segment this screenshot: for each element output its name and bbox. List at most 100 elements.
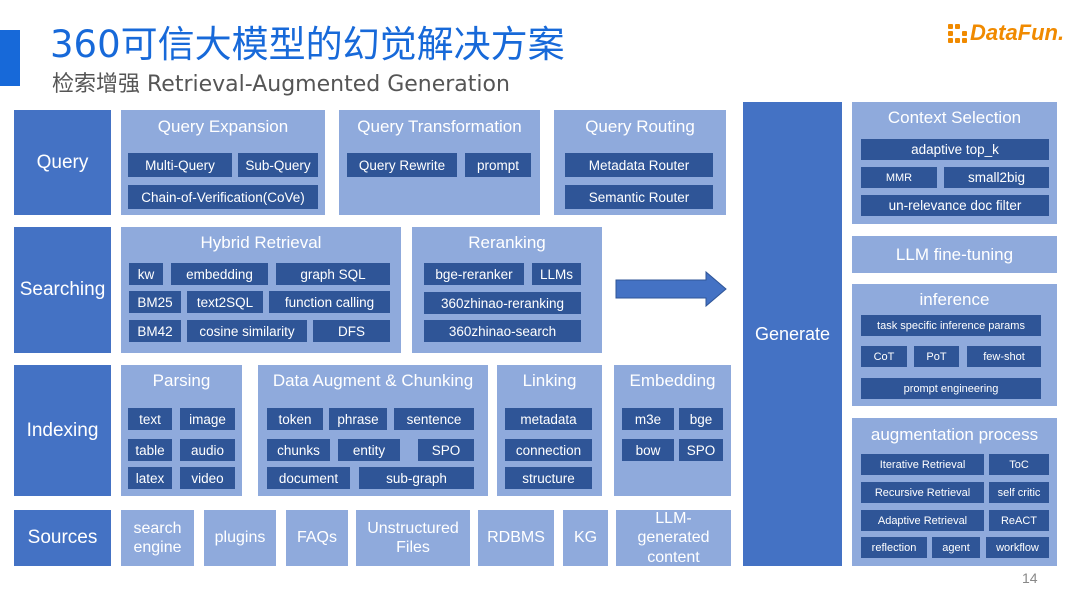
chip-prompt-engineering: prompt engineering	[861, 378, 1041, 399]
chip-chunks: chunks	[267, 439, 330, 461]
title-accent-bar	[0, 30, 20, 86]
chip-few-shot: few-shot	[967, 346, 1041, 367]
query-routing-group: Query Routing Metadata Router Semantic R…	[554, 110, 726, 215]
chip-spo: SPO	[418, 439, 474, 461]
chip-reflection: reflection	[861, 537, 927, 558]
augmentation-process-group: augmentation process Iterative Retrieval…	[852, 418, 1057, 566]
chip-sentence: sentence	[394, 408, 474, 430]
chip-chain-of-verification: Chain-of-Verification(CoVe)	[128, 185, 318, 209]
source-search-engine: search engine	[121, 510, 194, 566]
linking-group: Linking metadata connection structure	[497, 365, 602, 496]
page-number: 14	[1022, 570, 1038, 586]
chip-structure: structure	[505, 467, 592, 489]
chip-metadata-router: Metadata Router	[565, 153, 713, 177]
embedding-group: Embedding m3e bge bow SPO	[614, 365, 731, 496]
row-label-indexing: Indexing	[14, 365, 111, 496]
chip-adaptive-retrieval: Adaptive Retrieval	[861, 510, 984, 531]
embedding-title: Embedding	[629, 371, 716, 390]
chip-llms: LLMs	[532, 263, 581, 285]
chip-token: token	[267, 408, 323, 430]
chip-bow: bow	[622, 439, 674, 461]
row-label-searching: Searching	[14, 227, 111, 353]
chip-bm25: BM25	[129, 291, 181, 313]
chip-360zhinao-reranking: 360zhinao-reranking	[424, 292, 581, 314]
chip-image: image	[180, 408, 235, 430]
chip-phrase: phrase	[329, 408, 387, 430]
chip-cosine-similarity: cosine similarity	[187, 320, 307, 342]
page-subtitle: 检索增强 Retrieval-Augmented Generation	[52, 72, 510, 97]
source-plugins: plugins	[204, 510, 276, 566]
chip-entity: entity	[338, 439, 400, 461]
chip-task-specific-inference-params: task specific inference params	[861, 315, 1041, 336]
chip-m3e: m3e	[622, 408, 674, 430]
chip-embedding: embedding	[171, 263, 268, 285]
chip-semantic-router: Semantic Router	[565, 185, 713, 209]
query-expansion-title: Query Expansion	[157, 117, 289, 136]
chip-kw: kw	[129, 263, 163, 285]
chip-agent: agent	[932, 537, 980, 558]
flow-arrow-icon	[615, 270, 727, 308]
chip-un-relevance-doc-filter: un-relevance doc filter	[861, 195, 1049, 216]
row-label-sources: Sources	[14, 510, 111, 566]
page-title: 360可信大模型的幻觉解决方案	[50, 23, 565, 66]
chip-small2big: small2big	[944, 167, 1049, 188]
chip-workflow: workflow	[986, 537, 1049, 558]
chip-audio: audio	[180, 439, 235, 461]
chip-prompt: prompt	[465, 153, 531, 177]
data-augment-chunking-group: Data Augment & Chunking token phrase sen…	[258, 365, 488, 496]
chip-recursive-retrieval: Recursive Retrieval	[861, 482, 984, 503]
reranking-title: Reranking	[468, 233, 546, 252]
chip-latex: latex	[128, 467, 172, 489]
chip-adaptive-top-k: adaptive top_k	[861, 139, 1049, 160]
query-transformation-title: Query Transformation	[357, 117, 522, 136]
datafun-logo: DataFun.	[948, 18, 1064, 48]
query-transformation-group: Query Transformation Query Rewrite promp…	[339, 110, 540, 215]
row-label-query: Query	[14, 110, 111, 215]
hybrid-retrieval-title: Hybrid Retrieval	[200, 233, 322, 252]
query-expansion-group: Query Expansion Multi-Query Sub-Query Ch…	[121, 110, 325, 215]
chip-query-rewrite: Query Rewrite	[347, 153, 457, 177]
chip-mmr: MMR	[861, 167, 937, 188]
chip-360zhinao-search: 360zhinao-search	[424, 320, 581, 342]
logo-text: DataFun.	[970, 20, 1065, 45]
llm-fine-tuning-label: LLM fine-tuning	[895, 244, 1014, 264]
logo-dots-icon	[948, 23, 967, 43]
query-routing-title: Query Routing	[585, 117, 695, 136]
chip-metadata: metadata	[505, 408, 592, 430]
chip-text: text	[128, 408, 172, 430]
hybrid-retrieval-group: Hybrid Retrieval kw embedding graph SQL …	[121, 227, 401, 353]
source-kg: KG	[563, 510, 608, 566]
chip-dfs: DFS	[313, 320, 390, 342]
chip-connection: connection	[505, 439, 592, 461]
chip-sub-graph: sub-graph	[359, 467, 474, 489]
chip-cot: CoT	[861, 346, 907, 367]
data-augment-chunking-title: Data Augment & Chunking	[272, 371, 474, 390]
chip-sub-query: Sub-Query	[238, 153, 318, 177]
generate-block: Generate	[743, 102, 842, 566]
chip-multi-query: Multi-Query	[128, 153, 232, 177]
source-faqs: FAQs	[286, 510, 348, 566]
chip-react: ReACT	[989, 510, 1049, 531]
source-rdbms: RDBMS	[478, 510, 554, 566]
context-selection-group: Context Selection adaptive top_k MMR sma…	[852, 102, 1057, 224]
chip-bm42: BM42	[129, 320, 181, 342]
augmentation-process-title: augmentation process	[870, 425, 1039, 444]
chip-spo-embedding: SPO	[679, 439, 723, 461]
parsing-title: Parsing	[152, 371, 211, 390]
source-unstructured-files: Unstructured Files	[356, 510, 470, 566]
chip-toc: ToC	[989, 454, 1049, 475]
inference-title: inference	[919, 290, 990, 309]
chip-self-critic: self critic	[989, 482, 1049, 503]
source-llm-generated-content: LLM-generated content	[616, 510, 731, 566]
chip-bge-reranker: bge-reranker	[424, 263, 524, 285]
chip-text2sql: text2SQL	[187, 291, 263, 313]
chip-table: table	[128, 439, 172, 461]
reranking-group: Reranking bge-reranker LLMs 360zhinao-re…	[412, 227, 602, 353]
chip-graph-sql: graph SQL	[276, 263, 390, 285]
llm-fine-tuning-block: LLM fine-tuning	[852, 236, 1057, 273]
chip-iterative-retrieval: Iterative Retrieval	[861, 454, 984, 475]
chip-pot: PoT	[914, 346, 959, 367]
inference-group: inference task specific inference params…	[852, 284, 1057, 406]
chip-bge: bge	[679, 408, 723, 430]
parsing-group: Parsing text image table audio latex vid…	[121, 365, 242, 496]
